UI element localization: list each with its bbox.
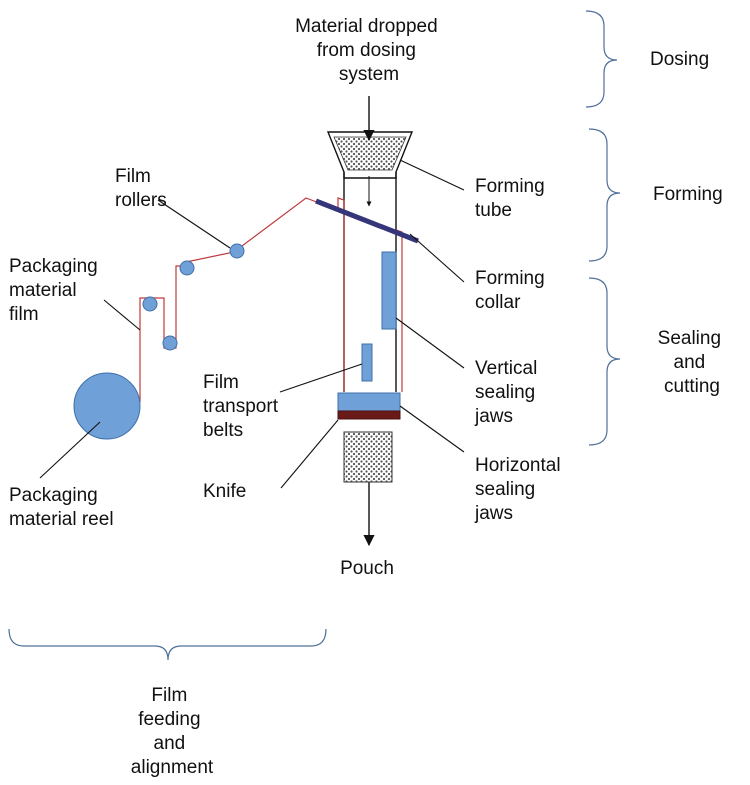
stage-forming: Forming xyxy=(653,184,723,205)
brace-dosing xyxy=(585,10,618,108)
brace-feeding xyxy=(8,628,327,661)
material-reel xyxy=(73,372,141,440)
knife-bar xyxy=(337,410,401,420)
label-horizontal-jaws: Horizontal sealing jaws xyxy=(474,455,566,524)
label-forming-collar: Forming collar xyxy=(475,268,550,313)
leader-forming-collar xyxy=(409,233,465,283)
pouch xyxy=(343,431,393,483)
film-roller-1 xyxy=(229,243,245,259)
label-film-rollers: Film rollers xyxy=(115,166,167,211)
vertical-sealing-jaw xyxy=(381,251,397,330)
leader-forming-tube xyxy=(399,159,465,191)
leader-film-rollers xyxy=(157,199,231,249)
film-roller-3 xyxy=(142,296,158,312)
film-roller-2 xyxy=(179,260,195,276)
label-packaging-film: Packaging material film xyxy=(9,256,103,325)
label-vertical-jaws: Vertical sealing jaws xyxy=(474,358,543,427)
leader-knife xyxy=(280,419,339,489)
stage-dosing: Dosing xyxy=(650,49,709,70)
leader-reel xyxy=(39,421,101,479)
label-knife: Knife xyxy=(203,481,246,502)
forming-collar xyxy=(315,198,419,244)
leader-vertical-jaws xyxy=(395,317,465,369)
brace-forming xyxy=(588,128,621,262)
brace-sealing xyxy=(588,277,621,446)
horizontal-sealing-jaws xyxy=(337,392,401,412)
stage-feeding: Film feeding and alignment xyxy=(131,685,214,778)
label-forming-tube: Forming tube xyxy=(475,176,550,221)
film-roller-4 xyxy=(162,335,178,351)
stage-sealing: Sealing and cutting xyxy=(658,328,727,397)
label-transport-belts: Film transport belts xyxy=(203,372,283,441)
film-transport-belt xyxy=(361,343,373,382)
leader-horizontal-jaws xyxy=(399,405,465,453)
hopper-material xyxy=(333,136,407,171)
label-pouch: Pouch xyxy=(340,558,394,579)
leader-transport-belts xyxy=(279,363,363,393)
label-material-dropped: Material dropped from dosing system xyxy=(295,16,443,85)
leader-packaging-film xyxy=(103,299,141,331)
film-path-right xyxy=(395,229,403,392)
label-reel: Packaging material reel xyxy=(9,485,114,530)
